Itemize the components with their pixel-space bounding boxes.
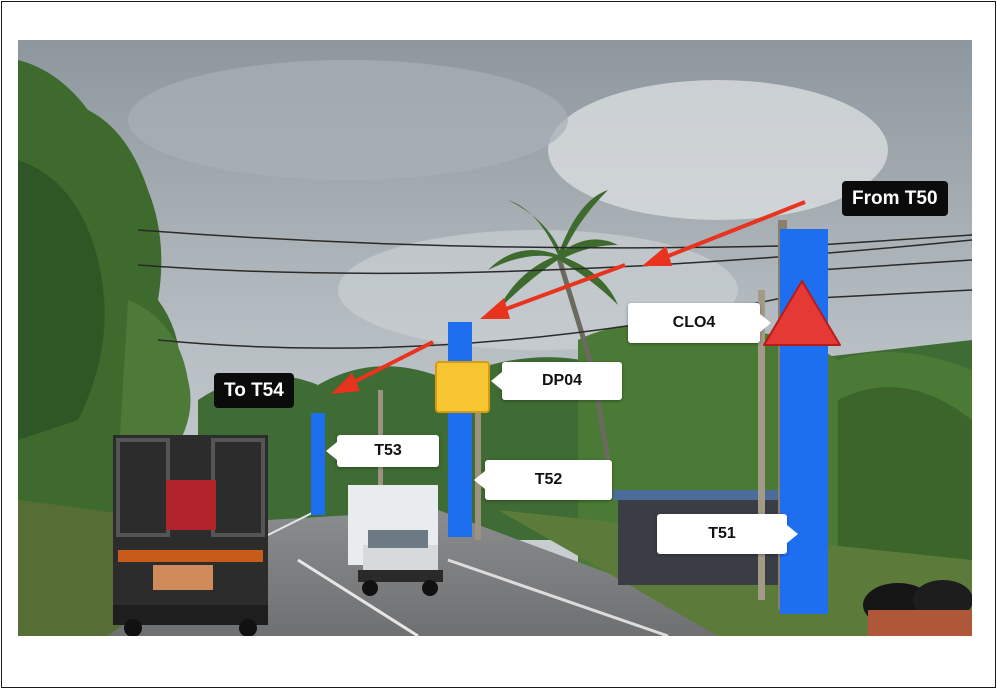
- t52-callout: T52: [485, 460, 612, 500]
- to-t54-label: To T54: [214, 373, 294, 408]
- street-scene: [18, 40, 972, 636]
- clo4-callout: CLO4: [628, 303, 760, 343]
- street-photo: [18, 40, 972, 636]
- dp04-callout: DP04: [502, 362, 622, 400]
- square-marker-icon: [435, 361, 490, 413]
- from-t50-label: From T50: [842, 181, 948, 216]
- t51-callout: T51: [657, 514, 787, 554]
- palm-fronds: [488, 190, 618, 310]
- white-lorry: [348, 485, 443, 596]
- route-arrows: [331, 200, 806, 394]
- t53-callout: T53: [337, 435, 439, 467]
- warning-triangle-icon: [763, 280, 841, 346]
- pole-marker-t52: [448, 322, 472, 537]
- pole-marker-t53: [311, 413, 325, 515]
- flatbed-truck: [113, 435, 268, 636]
- garbage-bags: [863, 580, 972, 636]
